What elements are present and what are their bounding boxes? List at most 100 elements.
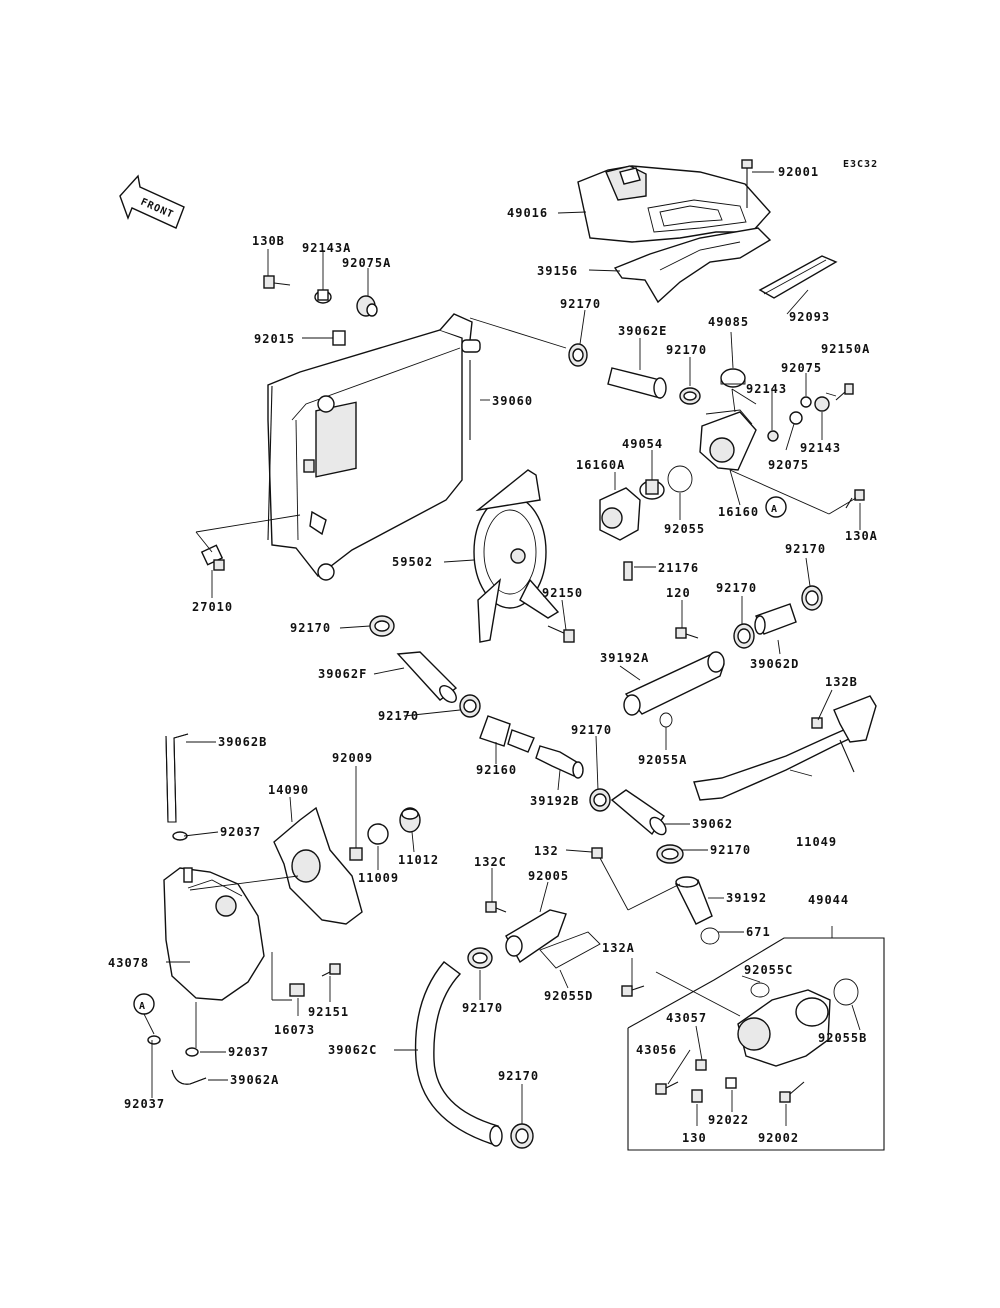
strip-92093 bbox=[758, 255, 838, 299]
label-21176: 21176 bbox=[658, 561, 699, 575]
radiator-cover-49016 bbox=[577, 165, 771, 243]
diagram-code: E3C32 bbox=[843, 159, 878, 170]
clamp-92170-g bbox=[589, 788, 611, 812]
reference-circle-a-bottom: A bbox=[133, 993, 155, 1015]
bolt-92151 bbox=[321, 963, 341, 977]
label-16073: 16073 bbox=[274, 1023, 315, 1037]
label-92170-h: 92170 bbox=[710, 843, 751, 857]
clamp-92170-f bbox=[459, 694, 481, 718]
cap-49085 bbox=[720, 368, 746, 388]
reservoir-43078 bbox=[163, 867, 265, 1001]
label-130: 130 bbox=[682, 1131, 707, 1145]
hose-39062A bbox=[171, 1069, 207, 1085]
cap-11012 bbox=[399, 807, 421, 833]
label-92005: 92005 bbox=[528, 869, 569, 883]
joint-92160 bbox=[479, 715, 535, 753]
bolt-130 bbox=[691, 1089, 703, 1103]
label-11009: 11009 bbox=[358, 871, 399, 885]
label-92170-d: 92170 bbox=[716, 581, 757, 595]
label-14090: 14090 bbox=[268, 783, 309, 797]
label-92151: 92151 bbox=[308, 1005, 349, 1019]
bolt-120 bbox=[675, 627, 699, 639]
grommet-92075 bbox=[789, 396, 830, 425]
label-92150: 92150 bbox=[542, 586, 583, 600]
label-16160A: 16160A bbox=[576, 458, 625, 472]
label-39062E: 39062E bbox=[618, 324, 667, 338]
gasket-92055D bbox=[539, 931, 601, 969]
label-39062F: 39062F bbox=[318, 667, 367, 681]
label-39060: 39060 bbox=[492, 394, 533, 408]
label-16160: 16160 bbox=[718, 505, 759, 519]
label-92170-a: 92170 bbox=[560, 297, 601, 311]
front-direction-arrow: FRONT bbox=[119, 174, 185, 229]
label-49044: 49044 bbox=[808, 893, 849, 907]
label-130B: 130B bbox=[252, 234, 285, 248]
label-132A: 132A bbox=[602, 941, 635, 955]
pipe-39192B bbox=[535, 745, 584, 779]
clamp-92170-i bbox=[467, 947, 493, 969]
flange-92005 bbox=[505, 909, 567, 964]
cover-gasket-39156 bbox=[613, 227, 772, 304]
bolt-92150A bbox=[835, 383, 854, 401]
label-92009: 92009 bbox=[332, 751, 373, 765]
label-39062B: 39062B bbox=[218, 735, 267, 749]
clip-92015 bbox=[332, 330, 346, 346]
label-92075-a: 92075 bbox=[781, 361, 822, 375]
label-132B: 132B bbox=[825, 675, 858, 689]
label-92170-c: 92170 bbox=[785, 542, 826, 556]
bolt-92150 bbox=[547, 625, 575, 643]
hose-39062 bbox=[610, 789, 667, 836]
label-39156: 39156 bbox=[537, 264, 578, 278]
label-92075A: 92075A bbox=[342, 256, 391, 270]
label-92170-g: 92170 bbox=[571, 723, 612, 737]
label-671: 671 bbox=[746, 925, 771, 939]
bolt-43056 bbox=[655, 1081, 679, 1095]
label-92143-b: 92143 bbox=[800, 441, 841, 455]
label-49085: 49085 bbox=[708, 315, 749, 329]
thermostat-housing-16160 bbox=[699, 409, 757, 471]
label-27010: 27010 bbox=[192, 600, 233, 614]
label-39062D: 39062D bbox=[750, 657, 799, 671]
label-11049: 11049 bbox=[796, 835, 837, 849]
fan-assembly-59502 bbox=[473, 469, 560, 643]
label-92002: 92002 bbox=[758, 1131, 799, 1145]
label-92015: 92015 bbox=[254, 332, 295, 346]
nut-92022 bbox=[725, 1077, 737, 1089]
water-pump-49044 bbox=[737, 989, 831, 1067]
label-132: 132 bbox=[534, 844, 559, 858]
bolt-132A bbox=[621, 985, 645, 997]
clamp-92170-e bbox=[369, 615, 395, 637]
bolt-132 bbox=[591, 847, 603, 859]
hose-39062B bbox=[165, 733, 189, 823]
clamp-92170-c bbox=[801, 585, 823, 611]
cap-11009 bbox=[367, 823, 389, 845]
bracket-11049 bbox=[693, 695, 877, 801]
label-92055B: 92055B bbox=[818, 1031, 867, 1045]
label-92055C: 92055C bbox=[744, 963, 793, 977]
svg-text:A: A bbox=[139, 1001, 146, 1012]
hose-39062F bbox=[396, 651, 458, 703]
o-ring-92055C bbox=[750, 982, 770, 998]
radiator-39060 bbox=[267, 313, 481, 581]
label-43056: 43056 bbox=[636, 1043, 677, 1057]
hose-39062E bbox=[607, 367, 667, 399]
sensor-21176 bbox=[623, 561, 633, 581]
label-92055D: 92055D bbox=[544, 989, 593, 1003]
label-92143-a: 92143 bbox=[746, 382, 787, 396]
label-92170-i: 92170 bbox=[462, 1001, 503, 1015]
clip-92037-bottom bbox=[147, 1035, 161, 1045]
label-39192A: 39192A bbox=[600, 651, 649, 665]
bolt-132C bbox=[485, 901, 507, 913]
pipe-39192A bbox=[623, 651, 725, 716]
label-43078: 43078 bbox=[108, 956, 149, 970]
clamp-92170-a bbox=[568, 343, 588, 367]
hose-39062C bbox=[414, 961, 503, 1147]
label-92001: 92001 bbox=[778, 165, 819, 179]
label-120: 120 bbox=[666, 586, 691, 600]
label-39062: 39062 bbox=[692, 817, 733, 831]
collar-92143A bbox=[314, 289, 332, 304]
hose-39062D bbox=[754, 603, 797, 635]
label-130A: 130A bbox=[845, 529, 878, 543]
label-92037-b: 92037 bbox=[228, 1045, 269, 1059]
